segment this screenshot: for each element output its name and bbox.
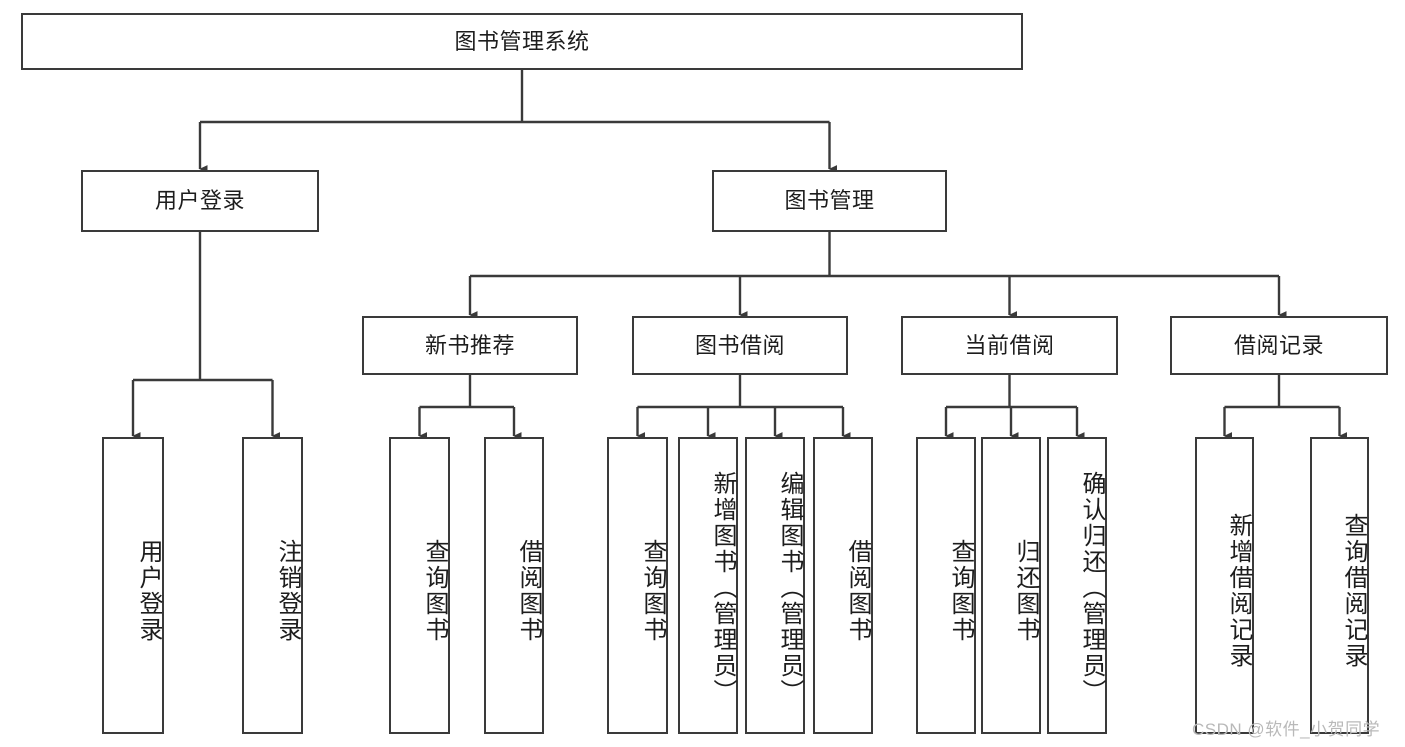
leaf-query-book-borrow-label: 查询图书 [639,538,666,643]
leaf-edit-book-label: 编辑图书（管理员） [776,470,803,705]
leaf-add-book-label: 新增图书（管理员） [709,470,736,705]
leaf-add-book[interactable]: 新增图书（管理员） [678,437,738,734]
leaf-borrow-book-recommend-label: 借阅图书 [515,538,542,643]
node-current-borrow-label: 当前借阅 [964,332,1055,358]
leaf-add-borrow-record-label: 新增借阅记录 [1225,512,1252,669]
leaf-query-borrow-record[interactable]: 查询借阅记录 [1310,437,1369,734]
leaf-return-book[interactable]: 归还图书 [981,437,1041,734]
leaf-return-book-label: 归还图书 [1012,538,1039,643]
node-new-book-recommend-label: 新书推荐 [424,332,515,358]
node-new-book-recommend[interactable]: 新书推荐 [362,316,578,375]
node-root[interactable]: 图书管理系统 [21,13,1023,70]
leaf-user-login-label: 用户登录 [135,538,162,643]
leaf-edit-book[interactable]: 编辑图书（管理员） [745,437,805,734]
leaf-query-book-recommend[interactable]: 查询图书 [389,437,450,734]
leaf-borrow-book-label: 借阅图书 [844,538,871,643]
leaf-logout-label: 注销登录 [274,538,301,643]
leaf-confirm-return-label: 确认归还（管理员） [1078,470,1105,705]
node-book-manage-label: 图书管理 [784,188,875,214]
leaf-query-book-recommend-label: 查询图书 [421,538,448,643]
node-book-manage[interactable]: 图书管理 [712,170,947,232]
node-book-borrow[interactable]: 图书借阅 [632,316,848,375]
leaf-user-login[interactable]: 用户登录 [102,437,164,734]
node-current-borrow[interactable]: 当前借阅 [901,316,1118,375]
leaf-query-borrow-record-label: 查询借阅记录 [1340,512,1367,669]
node-book-borrow-label: 图书借阅 [694,332,785,358]
leaf-query-book-current[interactable]: 查询图书 [916,437,976,734]
leaf-borrow-book[interactable]: 借阅图书 [813,437,873,734]
leaf-logout[interactable]: 注销登录 [242,437,303,734]
node-root-label: 图书管理系统 [454,28,590,54]
csdn-watermark: CSDN @软件_小贺同学 [1192,720,1381,739]
node-borrow-record[interactable]: 借阅记录 [1170,316,1388,375]
node-user-login[interactable]: 用户登录 [81,170,319,232]
node-borrow-record-label: 借阅记录 [1233,332,1324,358]
leaf-query-book-borrow[interactable]: 查询图书 [607,437,668,734]
leaf-add-borrow-record[interactable]: 新增借阅记录 [1195,437,1254,734]
leaf-confirm-return[interactable]: 确认归还（管理员） [1047,437,1107,734]
leaf-borrow-book-recommend[interactable]: 借阅图书 [484,437,544,734]
leaf-query-book-current-label: 查询图书 [947,538,974,643]
node-user-login-label: 用户登录 [154,188,245,214]
